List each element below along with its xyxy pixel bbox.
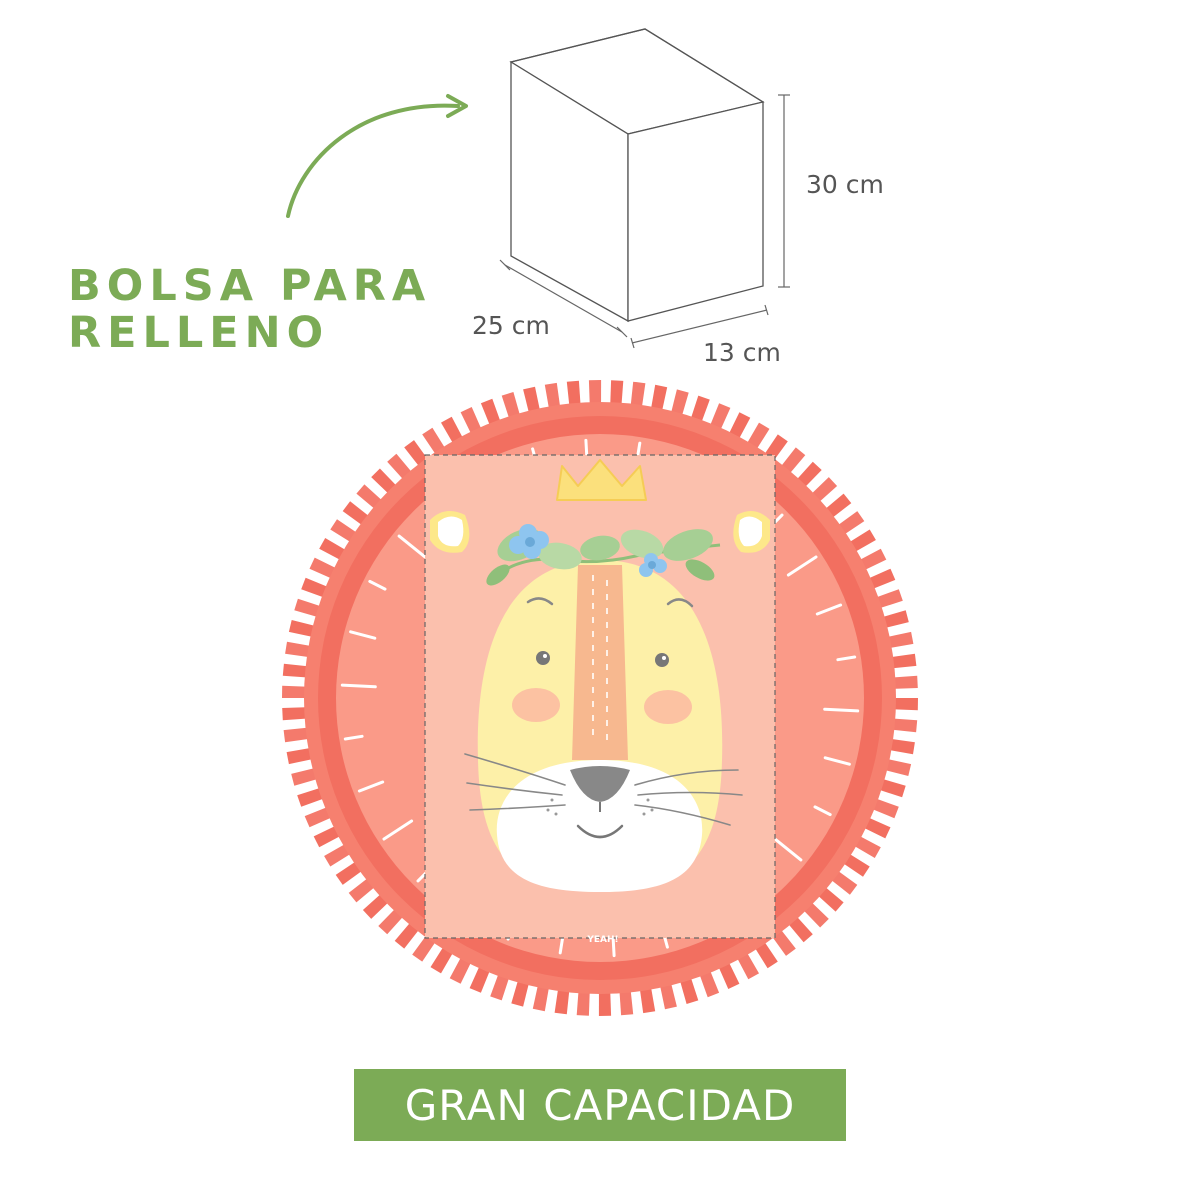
lion-cheeks: [512, 688, 692, 724]
lion-stripe: [572, 565, 628, 760]
box-diagram: [286, 28, 790, 349]
plate-ray: [815, 603, 843, 616]
title-line-1: BOLSA PARA: [68, 261, 432, 311]
crown-icon: [556, 459, 647, 501]
depth-label: 25 cm: [472, 311, 550, 340]
height-label: 30 cm: [806, 170, 884, 199]
plate-ray: [343, 734, 364, 741]
plate-ray: [349, 630, 377, 640]
lion-ears: [430, 511, 770, 553]
plate-ray: [773, 837, 803, 862]
width-label: 13 cm: [703, 338, 781, 367]
lion-mouth: [576, 824, 624, 839]
left-brow: [526, 597, 554, 606]
flower-wreath-icon: [486, 524, 721, 586]
plate-ray: [397, 534, 427, 559]
brand-logo: YEAH!: [587, 935, 619, 945]
plate-ray: [813, 805, 832, 817]
title-line-2: RELLENO: [68, 308, 330, 358]
curved-arrow-icon: [286, 94, 468, 218]
right-brow: [666, 598, 694, 608]
plate-ray: [836, 655, 857, 662]
lion-eyes: [536, 651, 669, 667]
plate-ray: [558, 934, 565, 955]
box-outline-icon: [509, 28, 765, 323]
lion-whiskers: [464, 753, 743, 826]
lion-nose: [570, 766, 630, 802]
plate-ray: [786, 555, 818, 577]
plate-ray: [340, 683, 377, 689]
capacity-badge-label: GRAN CAPACIDAD: [404, 1080, 796, 1130]
plate-ray: [823, 756, 851, 766]
plate-ray: [823, 707, 860, 713]
plate-ray: [382, 819, 414, 841]
dimension-lines: [499, 94, 790, 349]
plate-ray: [357, 780, 385, 793]
capacity-badge: GRAN CAPACIDAD: [354, 1069, 846, 1141]
plate-ray: [368, 579, 387, 591]
